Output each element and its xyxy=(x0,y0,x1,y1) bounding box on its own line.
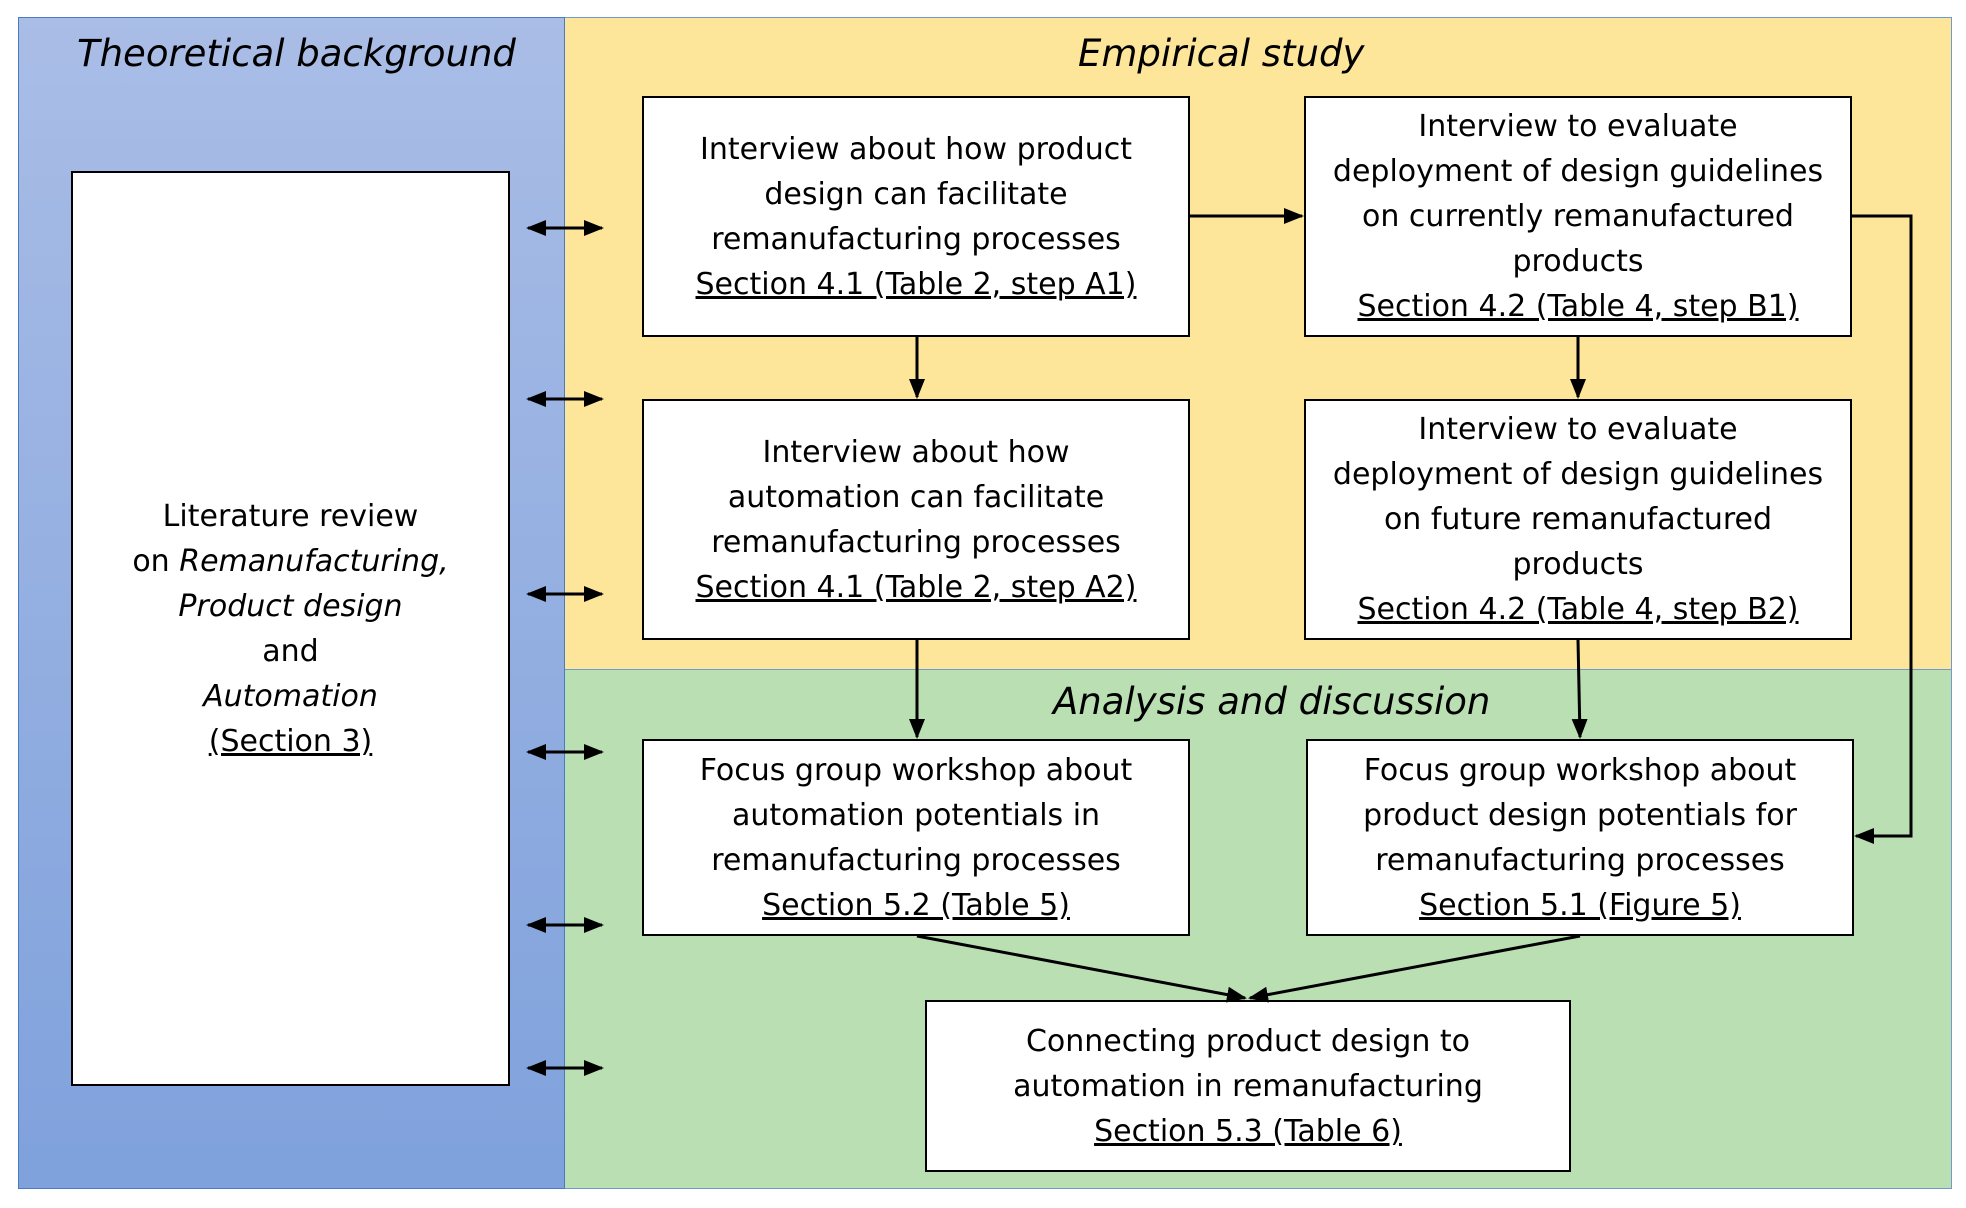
connecting-box: Connecting product design to automation … xyxy=(925,1000,1571,1172)
connecting-line-1: Connecting product design to xyxy=(1025,1023,1471,1059)
fg-design-section-ref: Section 5.1 (Figure 5) xyxy=(1419,887,1741,923)
analysis-discussion-title: Analysis and discussion xyxy=(1053,680,1491,723)
a1-line-2: design can facilitate xyxy=(764,176,1068,212)
arrow-fg-automation-to-connecting xyxy=(916,934,1247,1003)
b2-line-3: on future remanufactured xyxy=(1383,502,1773,537)
a2-section-ref: Section 4.1 (Table 2, step A2) xyxy=(695,569,1137,605)
arrow-fg-design-to-connecting xyxy=(1248,934,1581,1003)
b1-section-ref: Section 4.2 (Table 4, step B1) xyxy=(1357,289,1799,324)
b1-line-2: deployment of design guidelines xyxy=(1332,154,1824,189)
b2-line-2: deployment of design guidelines xyxy=(1332,457,1824,492)
literature-remanufacturing: Remanufacturing, xyxy=(179,543,449,579)
a2-line-2: automation can facilitate xyxy=(727,479,1105,515)
connecting-section-ref: Section 5.3 (Table 6) xyxy=(1094,1113,1402,1149)
literature-section-ref: (Section 3) xyxy=(208,723,373,759)
a1-line-1: Interview about how product xyxy=(700,131,1132,167)
b2-line-1: Interview to evaluate xyxy=(1418,412,1738,447)
interview-a1-box: Interview about how product design can f… xyxy=(642,96,1190,337)
connecting-line-2: automation in remanufacturing xyxy=(1013,1068,1483,1104)
fg-automation-line-2: automation potentials in xyxy=(731,797,1101,833)
fg-design-line-1: Focus group workshop about xyxy=(1363,752,1797,788)
empirical-study-title: Empirical study xyxy=(1078,32,1365,75)
fg-design-line-2: product design potentials for xyxy=(1363,797,1797,833)
b1-line-1: Interview to evaluate xyxy=(1418,109,1738,144)
b2-line-4: products xyxy=(1512,547,1644,582)
fg-design-line-3: remanufacturing processes xyxy=(1375,842,1785,878)
literature-line-and: and xyxy=(262,633,319,669)
arrow-b2-to-fg-design xyxy=(1571,639,1588,739)
arrow-b1-to-fg-design xyxy=(1852,214,1913,844)
a2-line-3: remanufacturing processes xyxy=(711,524,1121,560)
b1-line-4: products xyxy=(1512,244,1644,279)
focus-group-automation-box: Focus group workshop about automation po… xyxy=(642,739,1190,936)
a1-section-ref: Section 4.1 (Table 2, step A1) xyxy=(695,266,1137,302)
a1-line-3: remanufacturing processes xyxy=(711,221,1121,257)
a2-line-1: Interview about how xyxy=(762,434,1070,470)
literature-review-box: Literature review on Remanufacturing, Pr… xyxy=(71,171,510,1086)
fg-automation-section-ref: Section 5.2 (Table 5) xyxy=(762,887,1070,923)
literature-line-2: on Remanufacturing, xyxy=(132,539,448,584)
focus-group-design-box: Focus group workshop about product desig… xyxy=(1306,739,1854,936)
literature-automation: Automation xyxy=(203,678,378,714)
theoretical-background-title: Theoretical background xyxy=(77,32,516,75)
interview-b1-box: Interview to evaluate deployment of desi… xyxy=(1304,96,1852,337)
literature-product-design: Product design xyxy=(178,588,403,624)
interview-b2-box: Interview to evaluate deployment of desi… xyxy=(1304,399,1852,640)
interview-a2-box: Interview about how automation can facil… xyxy=(642,399,1190,640)
b1-line-3: on currently remanufactured xyxy=(1362,199,1794,234)
b2-section-ref: Section 4.2 (Table 4, step B2) xyxy=(1357,592,1799,627)
literature-line-2-prefix: on xyxy=(132,543,180,579)
fg-automation-line-3: remanufacturing processes xyxy=(711,842,1121,878)
literature-line-1: Literature review xyxy=(162,498,419,534)
fg-automation-line-1: Focus group workshop about xyxy=(699,752,1133,788)
